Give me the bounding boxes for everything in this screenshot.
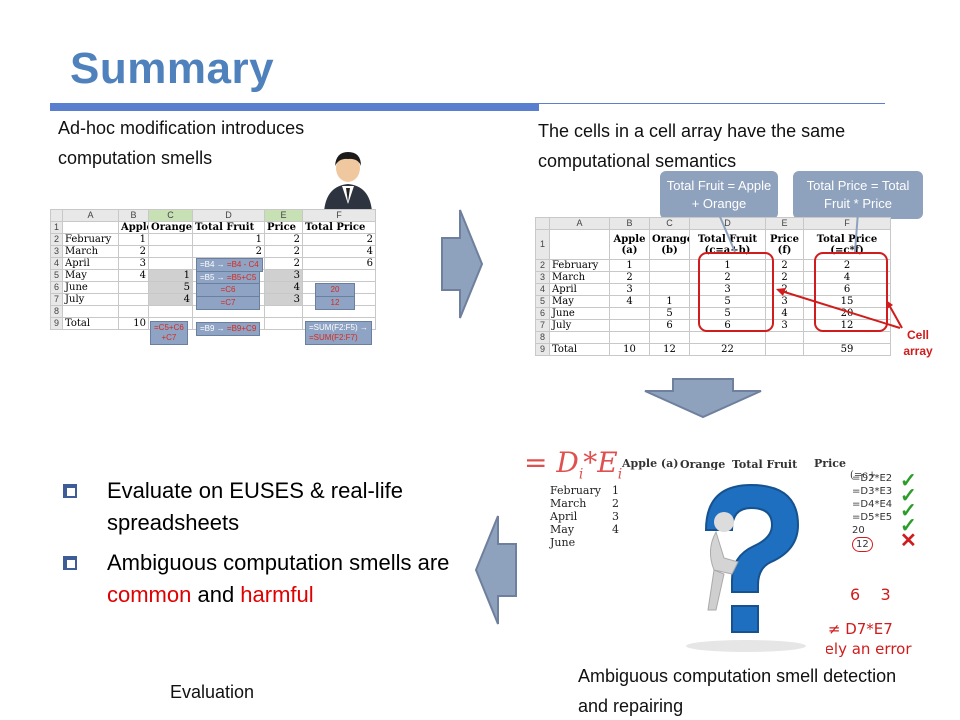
column-header: E [264,209,303,222]
page-title: Summary [70,44,275,93]
formula-tag: =C5+C6+C7 [150,321,188,345]
formula-tag: =SUM(F2:F5) →=SUM(F2:F7) [305,321,372,345]
header-cell [62,221,119,234]
row-label: April [62,257,119,270]
callout-total-price: Total Price = Total Fruit * Price [793,171,923,219]
error-note-text: Likely an error [804,640,912,658]
header-cell: Apple [118,221,149,234]
column-header: D [192,209,265,222]
caption-detection: Ambiguous computation smell detection an… [578,666,897,716]
row-label: Total [62,317,119,330]
arrow-right-icon [441,209,484,319]
cell-array-label: Cell array [903,328,933,358]
header-cell: Total Fruit [192,221,265,234]
column-header: C [148,209,193,222]
row-label: May [62,269,119,282]
value-tag: 12 [315,296,355,310]
formula-overlay: = Di*Ei [524,446,623,483]
row-label: Total [549,343,610,356]
column-header: A [62,209,119,222]
spreadsheet-cell-array: A B C D E F 1 Apple (a) Orange (b) Total… [535,217,891,356]
formula-tag: =B9 → =B9+C9 [196,322,261,336]
row-label: February [549,259,610,272]
row-label: February [62,233,119,246]
formula-tag: =B4 → =B4 - C4 [196,258,263,272]
title-underline [50,103,539,111]
row-label: July [549,319,610,332]
row-label: March [549,271,610,284]
cell-array-annotation [698,211,903,332]
header-cell: Price (f) [765,229,804,260]
evaluation-bullets: Evaluate on EUSES & real-life spreadshee… [63,475,453,619]
arrow-left-icon [474,515,517,625]
bullet-item: Ambiguous computation smells are common … [63,547,453,611]
bullet-square-icon [63,484,77,498]
row-label: June [62,281,119,294]
formula-tag: =C6 [196,283,260,297]
error-note-nums: 6 3 [850,585,891,604]
header-cell: Price [264,221,303,234]
businessman-icon [322,152,374,218]
caption-cell-array: The cells in a cell array have the same … [538,121,846,171]
checkmark-icons: ✓✓✓✓✕ [900,470,917,552]
column-header: B [118,209,149,222]
bullet-square-icon [63,556,77,570]
row-label: July [62,293,119,306]
arrow-down-icon [644,378,762,419]
callout-total-fruit: Total Fruit = Apple + Orange [660,171,778,219]
smell-detection-figure: = Di*Ei Apple (a) Orange Total Fruit Pri… [522,440,942,660]
header-cell: Total Price [302,221,376,234]
bullet-item: Evaluate on EUSES & real-life spreadshee… [63,475,453,539]
formula-tag: =C7 [196,296,260,310]
row-label: April [549,283,610,296]
value-tag: 20 [315,283,355,297]
column-header [50,209,63,222]
question-mark-icon [666,470,826,655]
header-cell: Orange [148,221,193,234]
row-label: June [549,307,610,320]
caption-adhoc: Ad-hoc modification introduces computati… [58,118,305,168]
error-note-ineq: 12 ≠ D7*E7 [804,620,893,638]
header-cell: Orange (b) [649,229,690,260]
row-label: May [549,295,610,308]
column-header: F [302,209,376,222]
caption-evaluation: Evaluation [170,682,255,702]
title-underline-thin [539,103,885,104]
row-label: March [62,245,119,258]
header-cell: Apple (a) [609,229,650,260]
